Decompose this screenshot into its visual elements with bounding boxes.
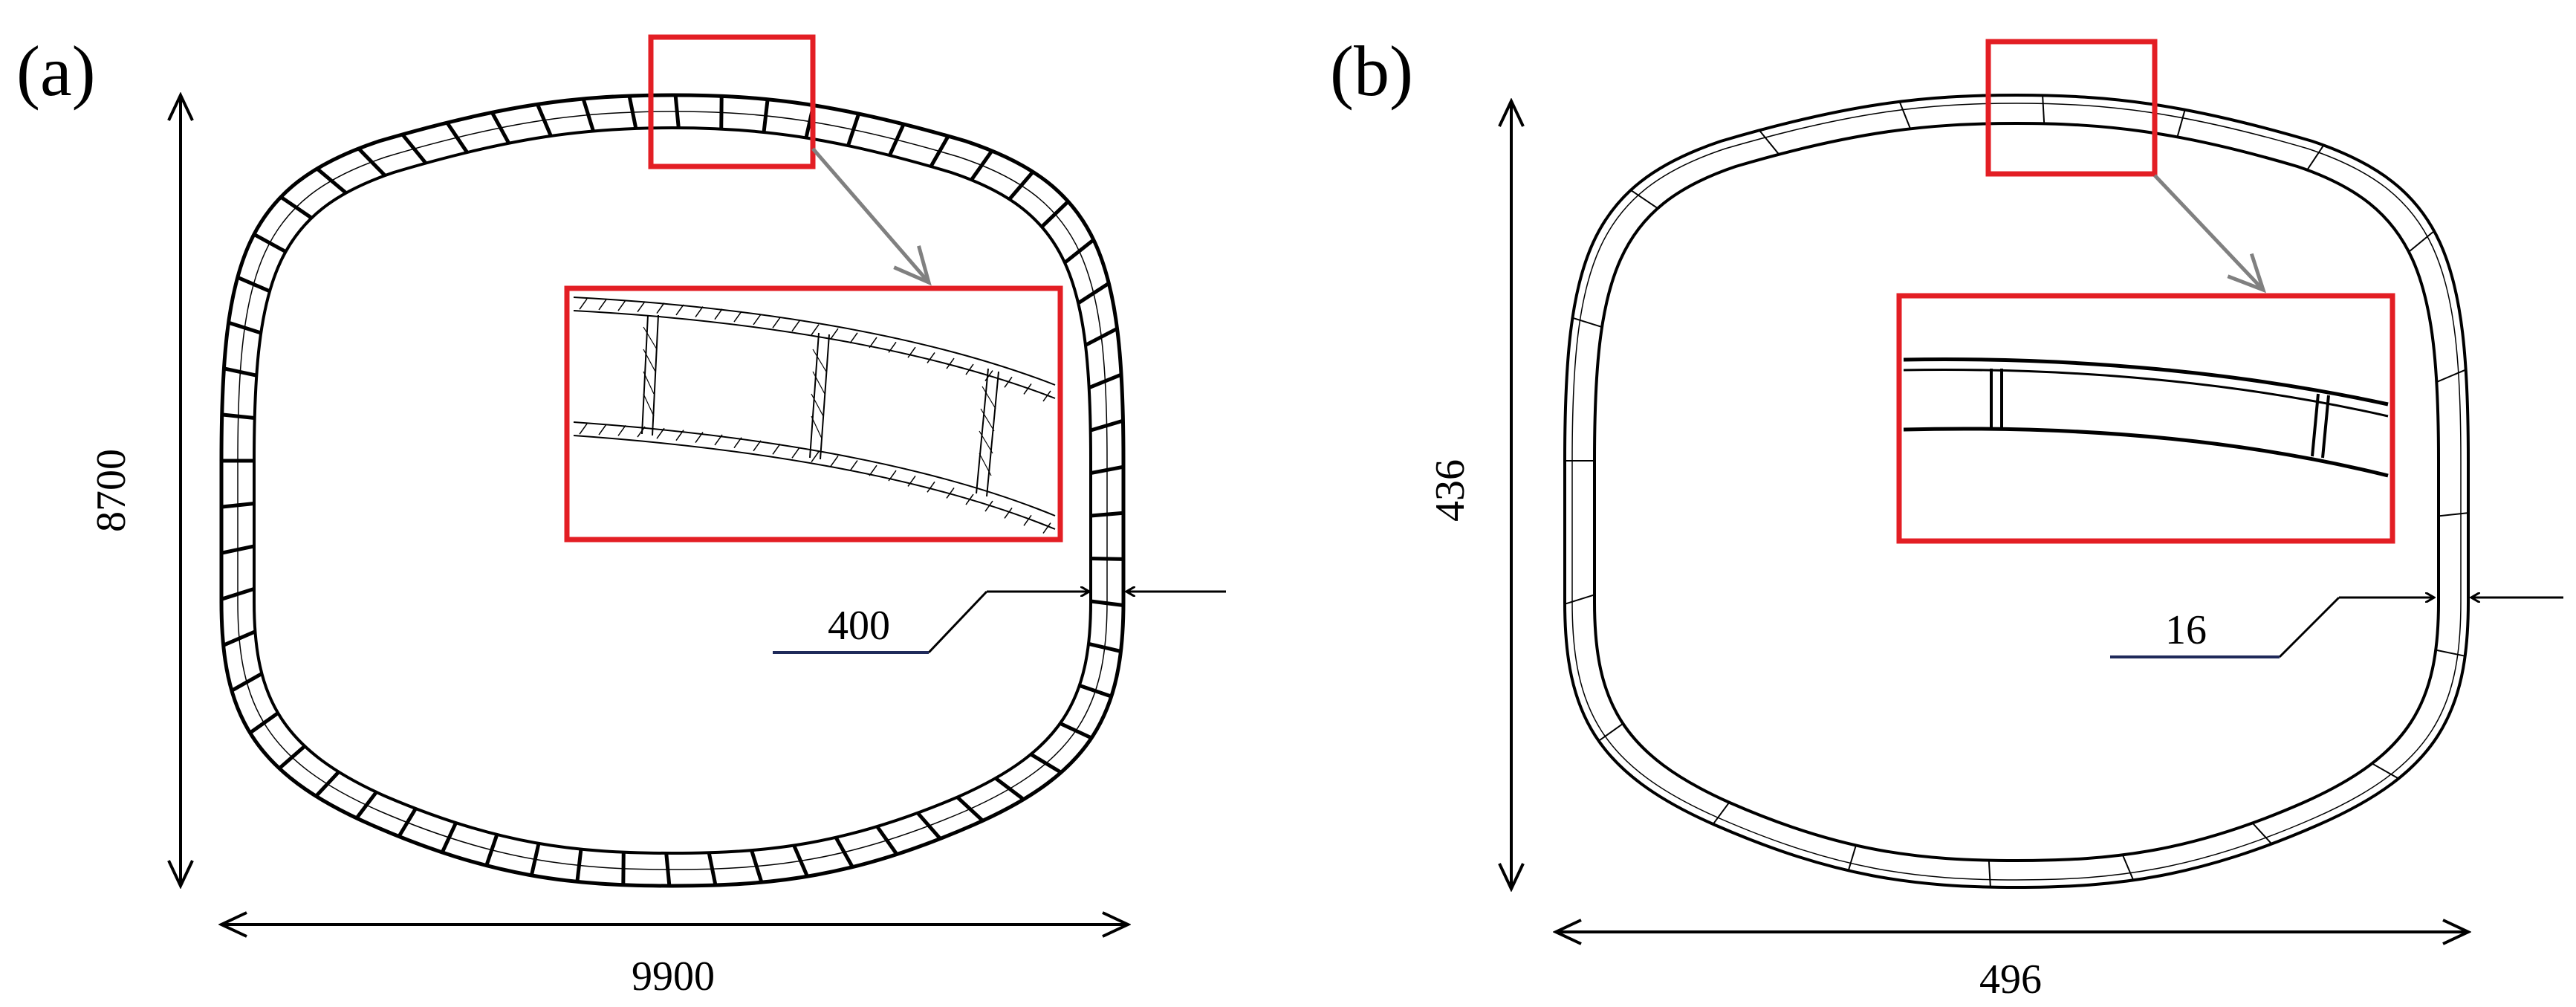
segment-joint: [877, 826, 897, 854]
segment-joint: [971, 151, 992, 180]
panel-b-width-label: 496: [1979, 956, 2042, 1003]
segment-joint: [675, 95, 678, 128]
segment-joint: [2177, 110, 2184, 137]
segment-joint: [1086, 328, 1117, 345]
segment-joint: [254, 234, 286, 251]
segment-joint: [250, 713, 279, 733]
segment-joint: [931, 136, 948, 166]
panel-a-label: (a): [16, 31, 96, 111]
segment-joint: [359, 149, 386, 175]
segment-joint: [1080, 685, 1112, 696]
panel-b-height-label: 436: [1427, 459, 1473, 522]
panel-b-label: (b): [1330, 31, 1413, 111]
segment-joint: [794, 846, 808, 877]
segment-joint: [537, 104, 551, 136]
segment-joint: [2253, 823, 2272, 844]
segment-joint: [238, 277, 270, 291]
segment-joint: [281, 197, 311, 218]
segment-joint: [487, 835, 497, 866]
segment-joint: [442, 823, 455, 852]
panel-a-leader-arrow: [813, 149, 929, 282]
segment-joint: [1031, 754, 1061, 772]
panel-b: (b) 436 496: [1330, 31, 2563, 1003]
segment-joint: [666, 853, 669, 886]
segment-joint: [848, 114, 858, 146]
segment-joint: [918, 813, 940, 839]
segment-joint: [2123, 855, 2133, 880]
segment-joint: [1091, 513, 1123, 516]
segment-joint: [2043, 95, 2044, 123]
panel-a-thickness-callout: 400: [773, 592, 1226, 653]
segment-joint: [1565, 595, 1594, 603]
segment-joint: [1060, 723, 1091, 738]
segment-joint: [2436, 369, 2465, 382]
segment-joint: [2439, 513, 2468, 516]
segment-joint: [357, 792, 377, 818]
segment-joint: [577, 849, 581, 882]
panel-b-zoom-detail: [1899, 296, 2392, 541]
panel-a-thickness-label: 400: [828, 603, 890, 649]
segment-joint: [1849, 845, 1856, 870]
segment-joint: [1759, 130, 1779, 154]
segment-joint: [1078, 283, 1109, 303]
segment-joint: [1010, 172, 1034, 199]
segment-joint: [447, 123, 467, 152]
segment-joint: [403, 135, 426, 163]
segment-joint: [889, 124, 903, 155]
panel-a-height-label: 8700: [88, 449, 134, 532]
segment-joint: [221, 503, 254, 507]
panel-a: (a) 8700 9900: [16, 31, 1226, 1000]
segment-joint: [399, 809, 416, 836]
segment-joint: [1572, 318, 1602, 327]
segment-joint: [1989, 861, 1991, 887]
segment-joint: [1091, 601, 1123, 606]
panel-b-thickness-label: 16: [2165, 607, 2207, 653]
segment-joint: [1631, 190, 1658, 209]
segment-joint: [996, 778, 1024, 799]
segment-joint: [317, 169, 346, 193]
segment-joint: [492, 112, 509, 143]
segment-joint: [1042, 201, 1068, 227]
segment-joint: [957, 797, 982, 821]
panel-b-leader-arrow: [2155, 175, 2263, 290]
segment-joint: [232, 673, 262, 690]
panel-a-width-label: 9900: [632, 953, 715, 1000]
segment-joint: [1900, 102, 1910, 129]
panel-a-zoom-detail: [567, 288, 1060, 540]
panel-b-thickness-callout: 16: [2110, 598, 2563, 657]
segment-joint: [316, 772, 339, 797]
segment-joint: [1091, 559, 1123, 560]
segment-joint: [222, 415, 255, 418]
panel-b-highlight-box: [1988, 42, 2155, 174]
panel-b-zoom-box: [1899, 296, 2392, 541]
segment-joint: [764, 100, 768, 132]
segment-joint: [836, 838, 852, 867]
segment-joint: [2436, 650, 2465, 656]
segment-joint: [1065, 240, 1094, 263]
